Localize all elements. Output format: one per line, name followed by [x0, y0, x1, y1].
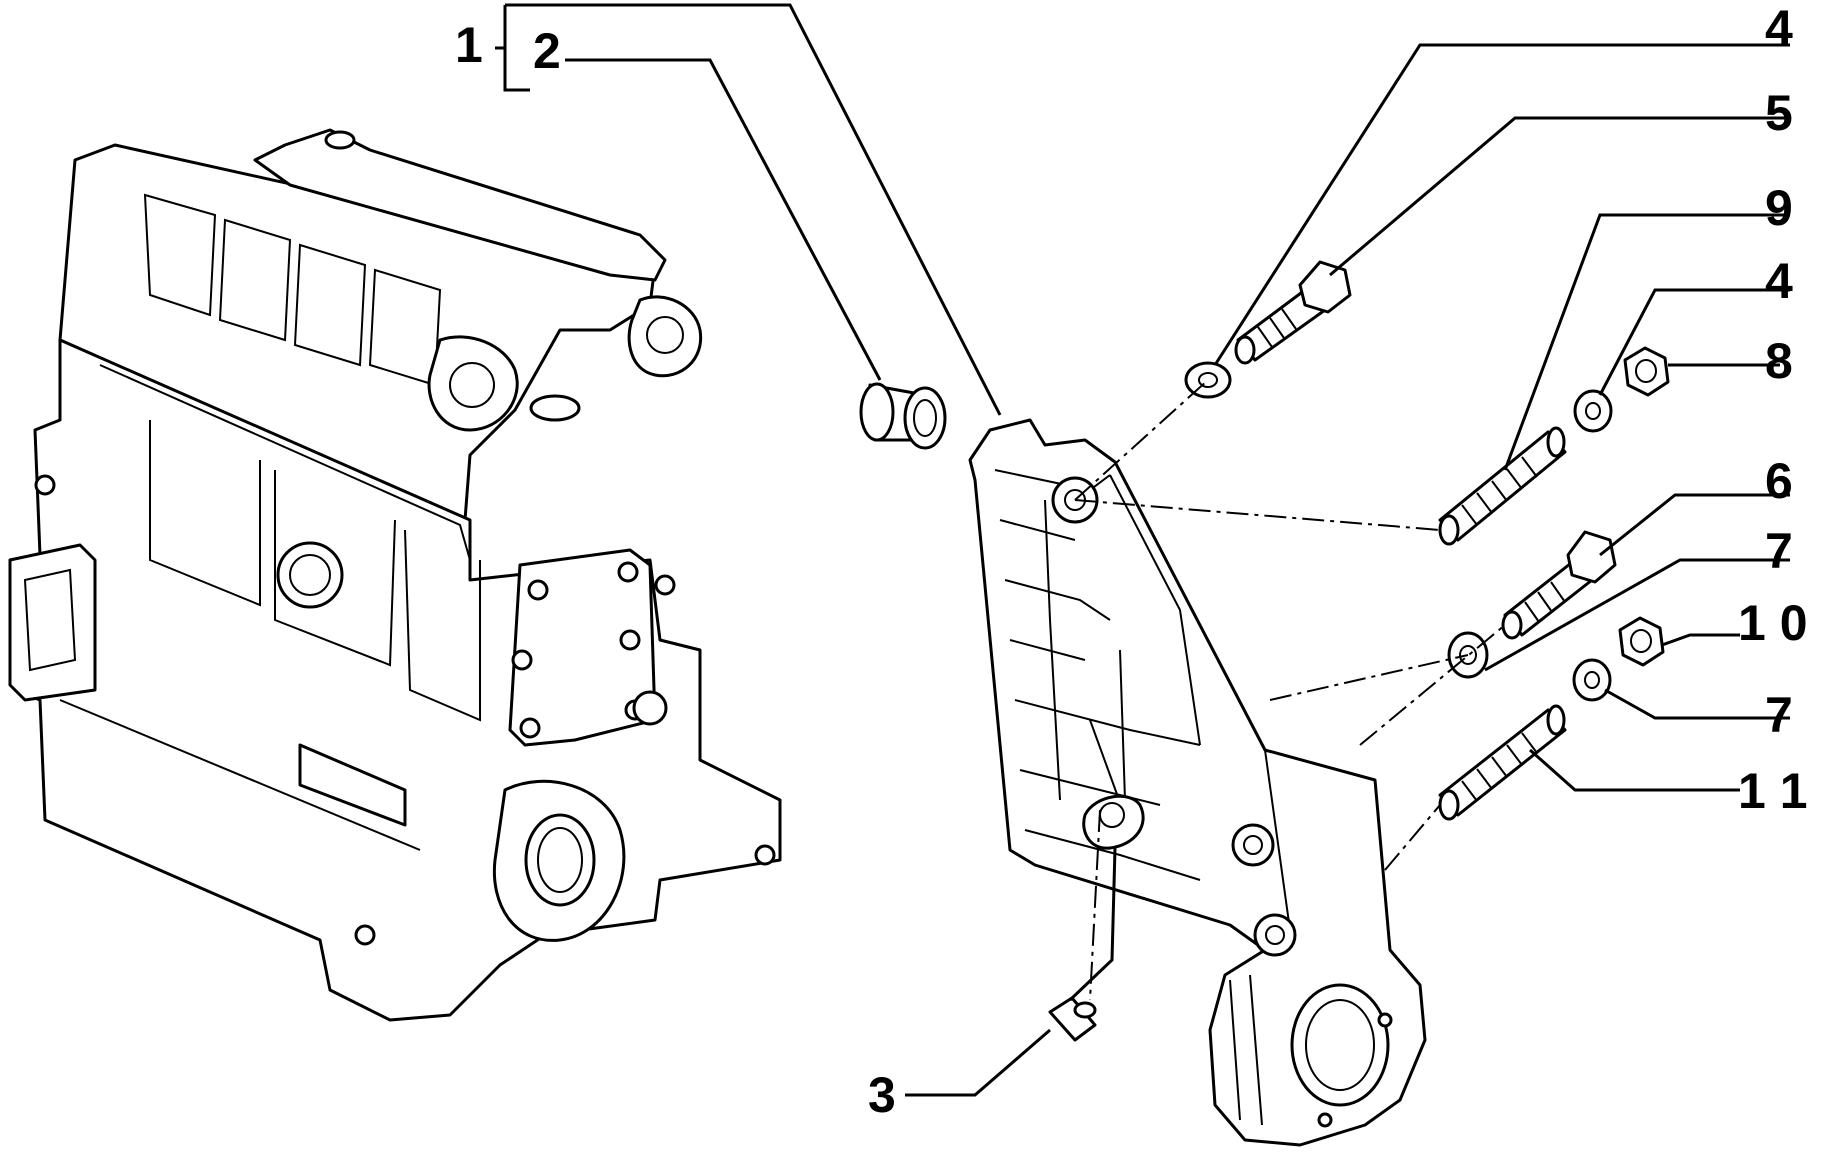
callout-labels: 1 2 3 4 5 9 4 8 6 7 1 0 7 1 1: [455, 0, 1808, 1123]
leader-lines: [495, 3, 1790, 1097]
bolt-part-6: [1501, 530, 1617, 640]
washer-part-7-lower: [1572, 658, 1612, 702]
callout-7-lower: 7: [1765, 687, 1793, 743]
callout-4-lower: 4: [1765, 253, 1793, 309]
assembly-axis-lines: [1074, 379, 1506, 1001]
stud-part-9: [1438, 426, 1567, 546]
stud-part-11: [1438, 704, 1567, 821]
callout-8: 8: [1765, 333, 1793, 389]
engine-mount-bracket: [968, 418, 1427, 1147]
callout-4-upper: 4: [1765, 0, 1793, 56]
callout-1: 1: [455, 17, 483, 73]
nut-part-8: [1623, 346, 1670, 397]
bolt-part-5: [1234, 260, 1352, 365]
stud-part-3: [1048, 996, 1097, 1042]
callout-5: 5: [1765, 85, 1793, 141]
callout-2: 2: [533, 23, 561, 79]
lock-washer-part-4-upper: [1184, 361, 1232, 399]
callout-9: 9: [1765, 180, 1793, 236]
washer-part-4-lower: [1573, 389, 1613, 433]
nut-part-10: [1618, 616, 1665, 667]
callout-6: 6: [1765, 453, 1793, 509]
callout-7-upper: 7: [1765, 523, 1793, 579]
engine-block-drawing: [8, 128, 782, 1022]
callout-3: 3: [868, 1067, 896, 1123]
callout-10: 1 0: [1738, 595, 1808, 651]
callout-11: 1 1: [1738, 763, 1808, 819]
bushing-part-2: [859, 382, 947, 450]
